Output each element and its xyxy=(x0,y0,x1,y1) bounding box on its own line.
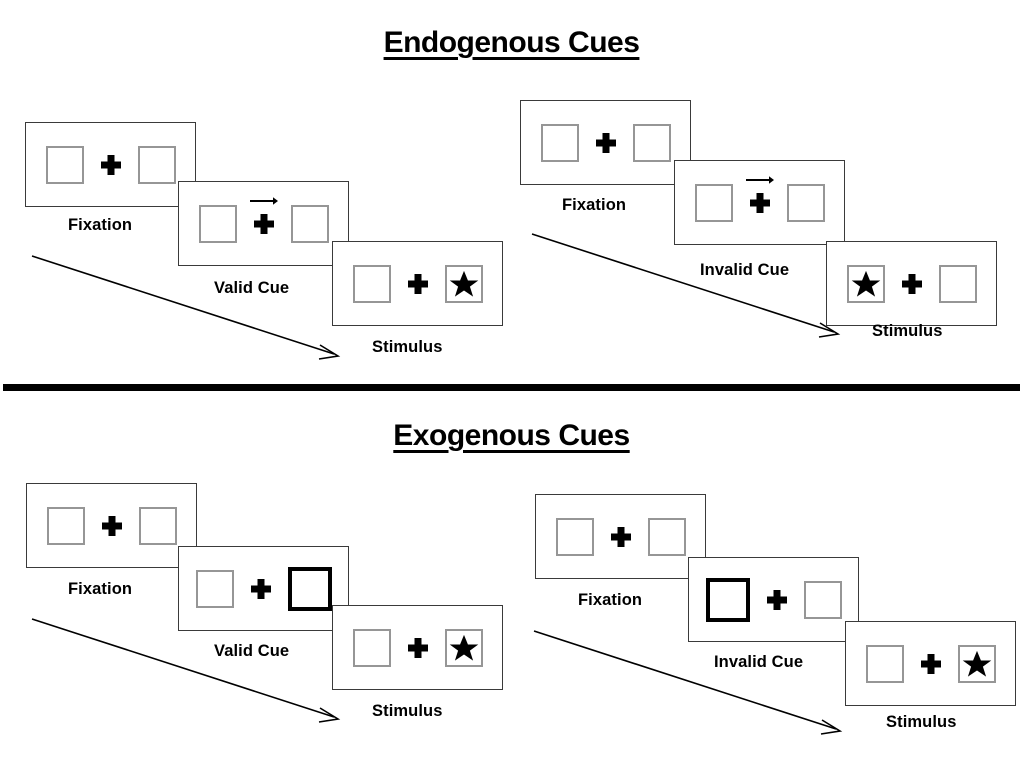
placeholder-box-left xyxy=(694,183,733,222)
placeholder-box-left xyxy=(352,264,391,303)
stage-label-endogenous-valid-stimulus: Stimulus xyxy=(372,338,443,356)
plus-icon xyxy=(901,273,923,295)
frame-exogenous-invalid-stimulus xyxy=(845,621,1016,706)
plus-icon xyxy=(610,526,632,548)
placeholder-box-right-target xyxy=(444,628,483,667)
section-divider xyxy=(3,384,1020,391)
placeholder-box-right-cued xyxy=(287,566,332,611)
frame-exogenous-valid-stimulus xyxy=(332,605,503,690)
placeholder-box-left xyxy=(46,506,85,545)
plus-icon xyxy=(407,273,429,295)
plus-icon xyxy=(100,154,122,176)
placeholder-box-right xyxy=(632,123,671,162)
placeholder-box-left-cued xyxy=(705,577,750,622)
placeholder-box-left xyxy=(555,517,594,556)
stage-label-endogenous-invalid-fixation: Fixation xyxy=(562,196,627,214)
plus-icon xyxy=(920,653,942,675)
plus-icon xyxy=(766,589,788,611)
stage-label-endogenous-invalid-cue: Invalid Cue xyxy=(700,261,790,279)
placeholder-box-right-target xyxy=(444,264,483,303)
flow-arrow-endogenous-invalid xyxy=(531,233,841,338)
placeholder-box-right xyxy=(803,580,842,619)
flow-arrow-endogenous-valid xyxy=(31,255,341,360)
star-icon xyxy=(449,270,478,297)
frame-endogenous-invalid-stimulus xyxy=(826,241,997,326)
placeholder-box-right xyxy=(786,183,825,222)
stage-label-endogenous-valid-fixation: Fixation xyxy=(68,216,133,234)
stage-label-exogenous-valid-fixation: Fixation xyxy=(68,580,133,598)
placeholder-box-right xyxy=(290,204,329,243)
arrow-right-icon xyxy=(745,175,774,184)
frame-endogenous-valid-stimulus xyxy=(332,241,503,326)
frame-endogenous-invalid-cue xyxy=(674,160,845,245)
placeholder-box-right xyxy=(138,506,177,545)
placeholder-box-left xyxy=(198,204,237,243)
stage-label-exogenous-valid-cue: Valid Cue xyxy=(214,642,290,660)
plus-icon xyxy=(745,175,774,214)
placeholder-box-left xyxy=(45,145,84,184)
frame-endogenous-valid-cue xyxy=(178,181,349,266)
star-icon xyxy=(851,270,880,297)
frame-exogenous-invalid-cue xyxy=(688,557,859,642)
plus-icon xyxy=(101,515,123,537)
section-title-exogenous: Exogenous Cues xyxy=(393,419,630,452)
arrow-right-icon xyxy=(249,196,278,205)
stage-label-endogenous-invalid-stimulus: Stimulus xyxy=(872,322,943,340)
section-title-endogenous: Endogenous Cues xyxy=(383,26,640,59)
stage-label-endogenous-valid-cue: Valid Cue xyxy=(214,279,290,297)
frame-exogenous-valid-fixation xyxy=(26,483,197,568)
frame-endogenous-invalid-fixation xyxy=(520,100,691,185)
star-icon xyxy=(962,650,991,677)
plus-icon xyxy=(595,132,617,154)
placeholder-box-right xyxy=(938,264,977,303)
placeholder-box-left xyxy=(195,569,234,608)
plus-icon xyxy=(407,637,429,659)
placeholder-box-left xyxy=(352,628,391,667)
stage-label-exogenous-invalid-stimulus: Stimulus xyxy=(886,713,957,731)
frame-endogenous-valid-fixation xyxy=(25,122,196,207)
placeholder-box-right xyxy=(137,145,176,184)
stage-label-exogenous-valid-stimulus: Stimulus xyxy=(372,702,443,720)
placeholder-box-left-target xyxy=(846,264,885,303)
placeholder-box-right-target xyxy=(957,644,996,683)
placeholder-box-left xyxy=(540,123,579,162)
frame-exogenous-valid-cue xyxy=(178,546,349,631)
star-icon xyxy=(449,634,478,661)
placeholder-box-right xyxy=(647,517,686,556)
flow-arrow-exogenous-invalid xyxy=(533,630,843,735)
stage-label-exogenous-invalid-cue: Invalid Cue xyxy=(714,653,804,671)
stage-label-exogenous-invalid-fixation: Fixation xyxy=(578,591,643,609)
frame-exogenous-invalid-fixation xyxy=(535,494,706,579)
plus-icon xyxy=(250,578,272,600)
plus-icon xyxy=(249,196,278,235)
placeholder-box-left xyxy=(865,644,904,683)
